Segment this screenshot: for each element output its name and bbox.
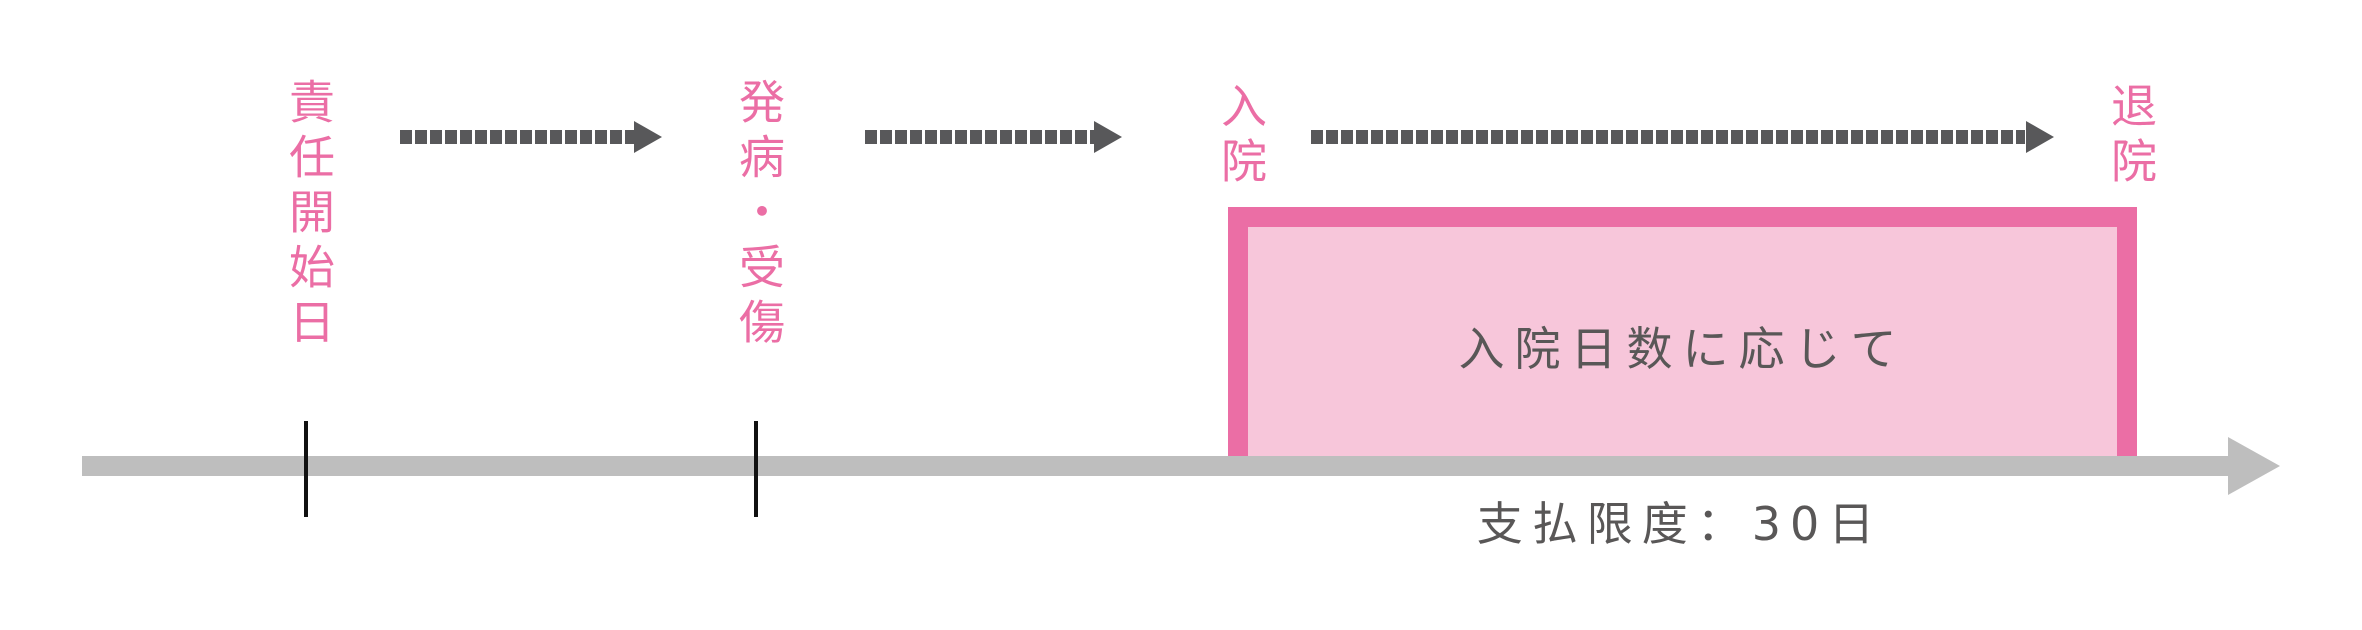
dashed-line <box>1311 130 2025 144</box>
period-box-label: 入院日数に応じて <box>1458 322 1907 376</box>
tick-coverage-start <box>304 421 308 517</box>
timeline-arrow-head-icon <box>2228 437 2280 495</box>
timeline-axis <box>82 456 2232 476</box>
milestone-admission-label: 入院 <box>1214 82 1268 192</box>
dashed-line <box>400 130 637 144</box>
payment-limit-label: 支払限度：30日 <box>1476 497 1884 551</box>
milestone-coverage-start-label: 責任開始日 <box>282 78 336 353</box>
arrow-head-icon <box>1094 121 1122 153</box>
milestone-onset-injury-label: 発病・受傷 <box>732 78 786 353</box>
arrow-head-icon <box>2026 121 2054 153</box>
milestone-discharge-label: 退院 <box>2104 82 2158 192</box>
arrow-head-icon <box>634 121 662 153</box>
tick-onset-injury <box>754 421 758 517</box>
dashed-line <box>865 130 1095 144</box>
dashed-arrow-1 <box>400 118 662 158</box>
dashed-arrow-3 <box>1311 118 2056 158</box>
dashed-arrow-2 <box>865 118 1127 158</box>
hospitalization-period-box: 入院日数に応じて <box>1228 207 2137 456</box>
